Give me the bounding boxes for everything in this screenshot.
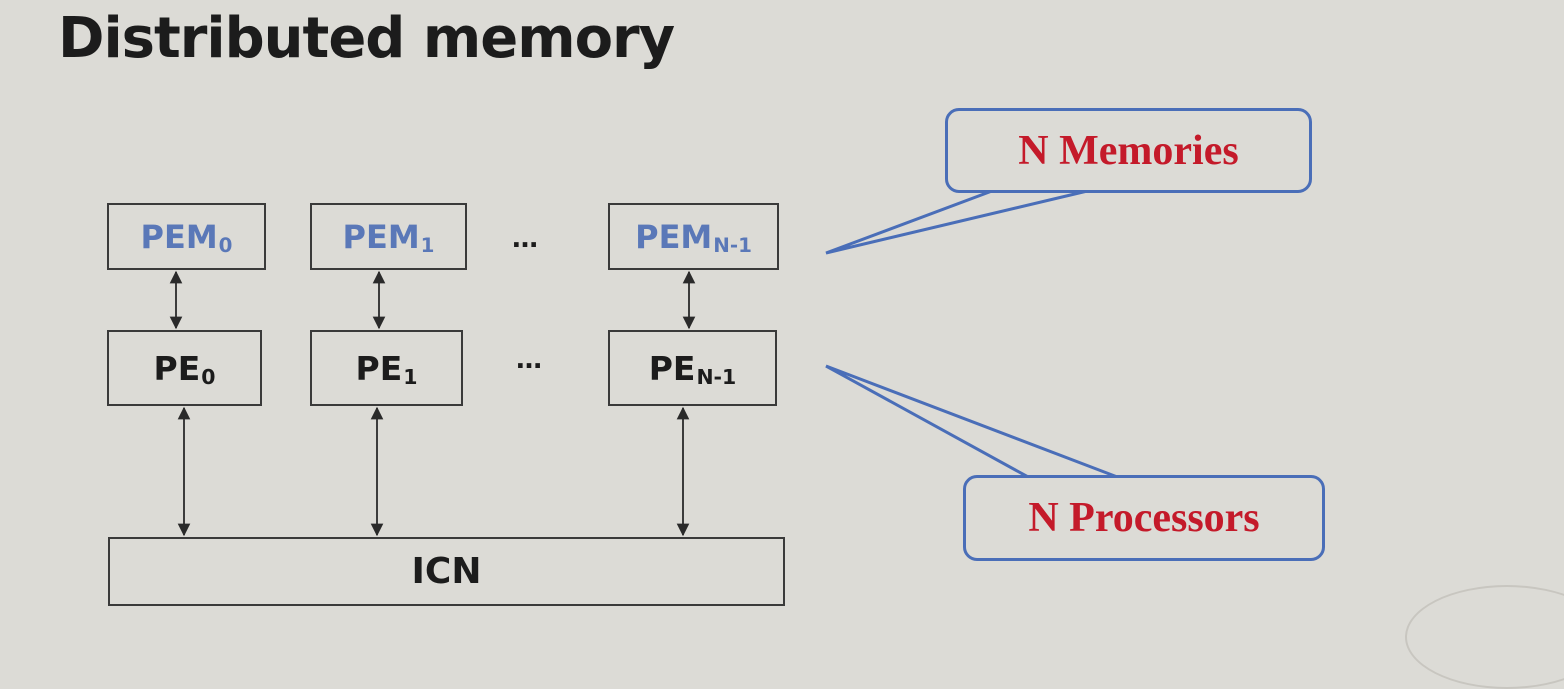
pem-label-n-1: PEMN-1 (635, 217, 752, 257)
icn-label: ICN (411, 551, 482, 592)
pe-box-1: PE1 (310, 330, 463, 406)
pe-box-n-1: PEN-1 (608, 330, 777, 406)
processors-callout-text: N Processors (1028, 495, 1260, 541)
memories-callout-text: N Memories (1018, 127, 1239, 174)
page-title: Distributed memory (58, 6, 675, 71)
connector-layer (169, 186, 1121, 537)
memories-callout-pointer (825, 186, 1101, 255)
memories-callout: N Memories (945, 108, 1312, 193)
pem-label-1: PEM1 (342, 217, 435, 257)
pem-box-1: PEM1 (310, 203, 467, 270)
processors-callout: N Processors (963, 475, 1325, 561)
pem-box-0: PEM0 (107, 203, 266, 270)
pe-box-0: PE0 (107, 330, 262, 406)
pe-label-0: PE0 (153, 348, 216, 389)
pem-ellipsis: … (512, 224, 538, 254)
pe-ellipsis: … (516, 345, 542, 375)
pe-label-1: PE1 (355, 348, 418, 389)
pem-box-n-1: PEMN-1 (608, 203, 779, 270)
processors-callout-pointer (825, 364, 1121, 480)
pe-label-n-1: PEN-1 (648, 348, 737, 389)
pem-label-0: PEM0 (140, 217, 233, 257)
icn-box: ICN (108, 537, 785, 606)
